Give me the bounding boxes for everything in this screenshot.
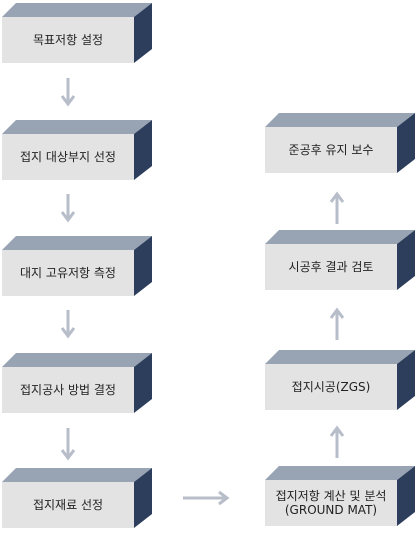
step-label: 시공후 결과 검토	[288, 260, 374, 274]
step-label: 대지 고유저항 측정	[20, 266, 116, 280]
step-label: 준공후 유지 보수	[288, 143, 374, 157]
step-label: 접지 대상부지 선정	[20, 150, 116, 164]
up-arrow-icon	[329, 307, 345, 340]
step-label: 접지시공(ZGS)	[291, 380, 371, 394]
step-label: 접지재료 선정	[32, 498, 104, 512]
box-3d-shape	[265, 350, 415, 410]
right-arrow-icon	[183, 490, 230, 506]
down-arrow-icon	[60, 78, 76, 107]
box-3d-shape	[2, 353, 152, 413]
box-3d-shape	[2, 236, 152, 296]
step-label: 접지저항 계산 및 분석 (GROUND MAT)	[275, 489, 387, 517]
step-label: 접지공사 방법 결정	[20, 383, 116, 397]
down-arrow-icon	[60, 194, 76, 223]
box-3d-shape	[265, 230, 415, 290]
box-3d-shape	[265, 466, 415, 526]
down-arrow-icon	[60, 310, 76, 339]
box-3d-shape	[2, 468, 152, 528]
box-3d-shape	[265, 113, 415, 173]
down-arrow-icon	[60, 428, 76, 461]
step-label: 목표저항 설정	[32, 33, 104, 47]
box-3d-shape	[2, 120, 152, 180]
up-arrow-icon	[329, 425, 345, 458]
up-arrow-icon	[329, 191, 345, 224]
box-3d-shape	[2, 3, 152, 63]
